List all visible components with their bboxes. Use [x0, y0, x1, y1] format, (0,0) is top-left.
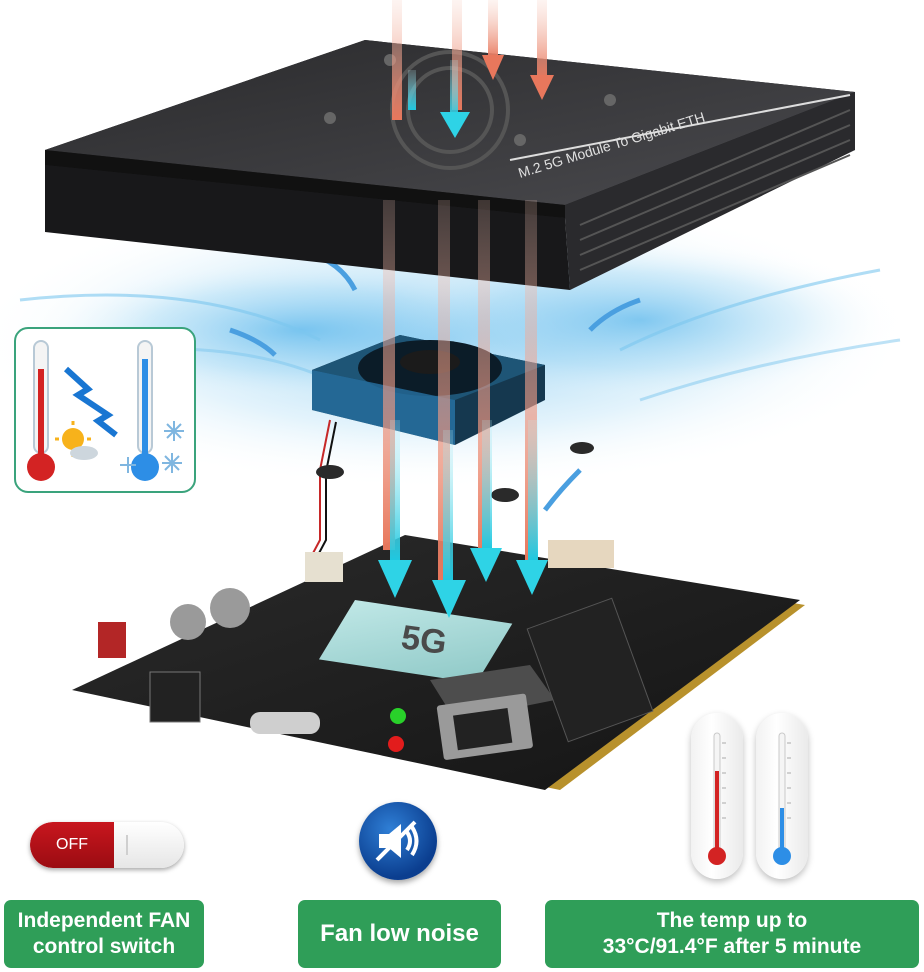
feature-temperature-line1: The temp up to [656, 908, 808, 932]
feature-label-low-noise: Fan low noise [298, 900, 501, 968]
cold-thermometer-icon [773, 732, 791, 865]
airflow-arrows [378, 0, 554, 618]
feature-fan-switch-line1: Independent FAN [17, 908, 191, 932]
speaker-muted-icon [359, 802, 437, 880]
feature-fan-switch-line2: control switch [32, 935, 176, 958]
m2-5g-module [318, 600, 513, 684]
toggle-knob [114, 822, 184, 868]
feature-temperature-line2: 33°C/91.4°F after 5 minute [602, 935, 862, 958]
hot-thermometer-icon [708, 732, 726, 865]
cold-thermometer-card [756, 713, 808, 879]
board-5g-label: 5G [399, 618, 449, 662]
hot-cold-thermometers-icon [27, 340, 184, 481]
toggle-state-label: OFF [30, 822, 114, 868]
feature-low-noise-text: Fan low noise [320, 920, 479, 947]
feature-label-temperature: The temp up to 33°C/91.4°F after 5 minut… [545, 900, 919, 968]
circuit-board: 5G [72, 535, 805, 790]
hot-thermometer-card [691, 713, 743, 879]
fan-toggle-switch: OFF [30, 822, 184, 868]
standoffs [316, 442, 594, 502]
feature-label-fan-switch: Independent FAN control switch [4, 900, 204, 968]
temperature-icon-box [14, 327, 196, 493]
